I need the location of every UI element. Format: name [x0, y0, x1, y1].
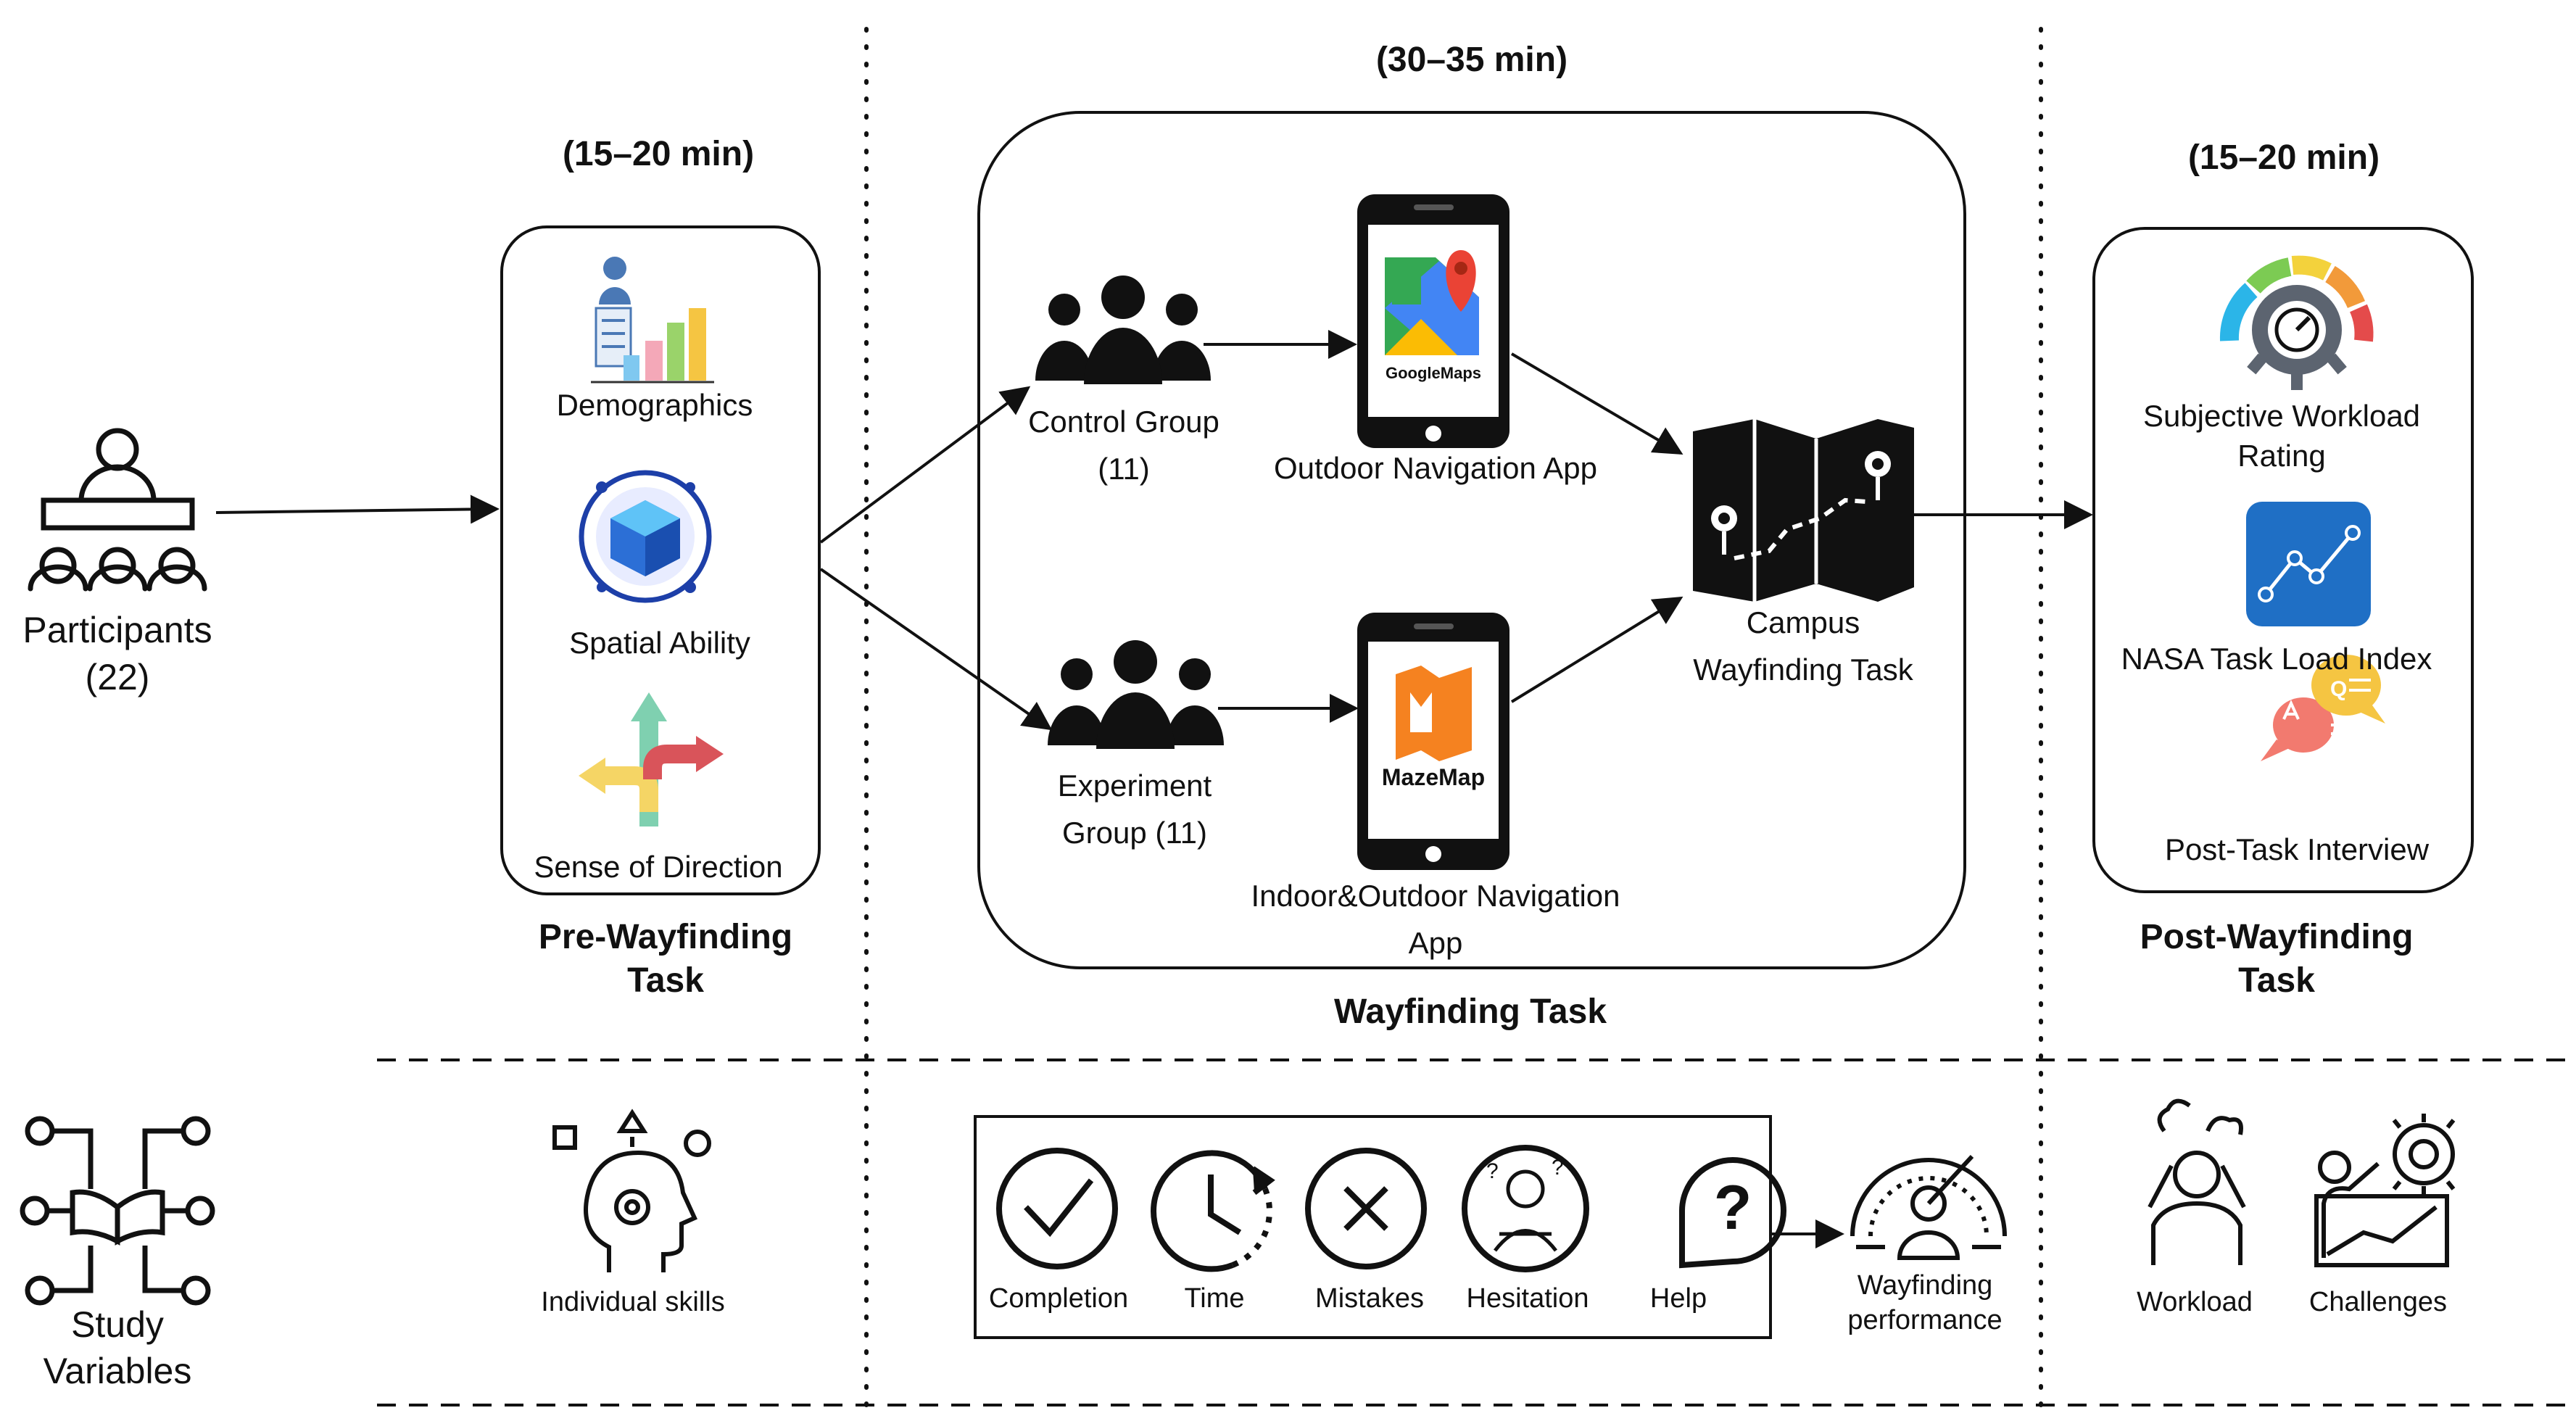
pre-task-title-line1: Pre-Wayfinding — [538, 918, 793, 956]
pre-task-box — [500, 225, 821, 895]
performance-label-line1: Wayfinding — [1857, 1270, 1993, 1301]
challenges-icon — [2314, 1114, 2456, 1267]
control-group-label: Control Group — [1028, 405, 1219, 439]
svg-text:?: ? — [1486, 1159, 1499, 1183]
arrow-mazemap-campus — [1510, 596, 1683, 703]
pre-duration: (15–20 min) — [562, 135, 755, 173]
control-group-icon — [1035, 276, 1211, 384]
indoor-app-label-line2: App — [1408, 926, 1463, 960]
individual-skills-icon — [552, 1109, 711, 1272]
participants-label: Participants — [22, 610, 212, 650]
interview-icon: Q — [2261, 655, 2385, 761]
workload-gauge-icon — [2219, 255, 2374, 390]
workload-rating-label-line2: Rating — [2237, 439, 2326, 473]
performance-label-line2: performance — [1847, 1305, 2003, 1335]
workload-person-icon — [2148, 1098, 2246, 1265]
help-icon: ? — [1679, 1157, 1786, 1269]
pre-task-title-line2: Task — [627, 961, 704, 1000]
campus-map-icon — [1693, 419, 1914, 602]
metric-hesitation-label: Hesitation — [1466, 1283, 1589, 1314]
spatial-ability-icon — [579, 470, 712, 603]
interview-label: Post-Task Interview — [2164, 832, 2430, 866]
nasa-tlx-label: NASA Task Load Index — [2121, 642, 2432, 676]
wayfinding-duration: (30–35 min) — [1375, 41, 1568, 79]
arrow-pre-control — [819, 386, 1031, 544]
svg-text:Q: Q — [2330, 677, 2347, 701]
study-variables-icon — [20, 1116, 215, 1306]
metric-help-label: Help — [1649, 1283, 1707, 1314]
campus-label-line1: Campus — [1746, 605, 1860, 639]
outdoor-app-label: Outdoor Navigation App — [1274, 451, 1597, 485]
arrow-google-campus — [1510, 352, 1683, 455]
post-task-title-line2: Task — [2238, 961, 2315, 1000]
post-task-title-line1: Post-Wayfinding — [2140, 918, 2414, 956]
post-duration: (15–20 min) — [2187, 138, 2380, 177]
wayfinding-task-title: Wayfinding Task — [1333, 993, 1607, 1031]
individual-skills-label: Individual skills — [541, 1287, 725, 1317]
campus-label-line2: Wayfinding Task — [1693, 652, 1913, 687]
svg-text:?: ? — [1552, 1156, 1564, 1180]
experiment-group-label: Experiment — [1057, 768, 1212, 803]
metric-mistakes-label: Mistakes — [1315, 1283, 1424, 1314]
metric-time-label: Time — [1184, 1283, 1245, 1314]
demographics-label: Demographics — [556, 388, 753, 422]
experiment-group-count: Group (11) — [1062, 816, 1207, 850]
post-task-box — [2092, 227, 2474, 893]
wayfinding-performance-icon — [1850, 1154, 2007, 1260]
sense-of-direction-icon — [579, 692, 724, 826]
arrow-pre-experiment — [819, 568, 1053, 731]
spatial-ability-label: Spatial Ability — [569, 626, 750, 660]
google-phone-icon: GoogleMaps — [1357, 194, 1509, 448]
mazemap-phone-icon: MazeMap — [1357, 613, 1509, 870]
challenges-label: Challenges — [2308, 1287, 2448, 1317]
hesitation-icon: ? ? — [1462, 1145, 1589, 1272]
metrics-box — [974, 1115, 1772, 1339]
svg-text:?: ? — [1714, 1173, 1752, 1243]
flow-arrows — [215, 330, 2093, 1248]
time-icon — [1151, 1150, 1275, 1272]
workload-label: Workload — [2137, 1287, 2253, 1317]
study-variables-label-line1: Study — [71, 1304, 164, 1345]
mazemap-logo-text: MazeMap — [1382, 764, 1485, 790]
study-variables-label-line2: Variables — [43, 1351, 192, 1391]
workload-rating-label-line1: Subjective Workload — [2142, 399, 2421, 433]
arrow-participants-pre — [215, 494, 500, 524]
indoor-app-label-line1: Indoor&Outdoor Navigation — [1251, 879, 1620, 913]
wayfinding-task-box — [977, 111, 1966, 969]
nasa-tlx-icon — [2246, 502, 2371, 626]
metric-completion-label: Completion — [988, 1283, 1129, 1314]
google-logo-text: GoogleMaps — [1386, 364, 1481, 382]
control-group-count: (11) — [1098, 452, 1150, 486]
participants-icon — [28, 428, 207, 592]
demographics-icon — [591, 257, 714, 384]
sense-of-direction-label: Sense of Direction — [534, 850, 783, 884]
completion-icon — [996, 1148, 1118, 1269]
mistakes-icon — [1305, 1148, 1427, 1269]
experiment-group-icon — [1048, 640, 1224, 749]
participants-count: (22) — [85, 657, 150, 697]
